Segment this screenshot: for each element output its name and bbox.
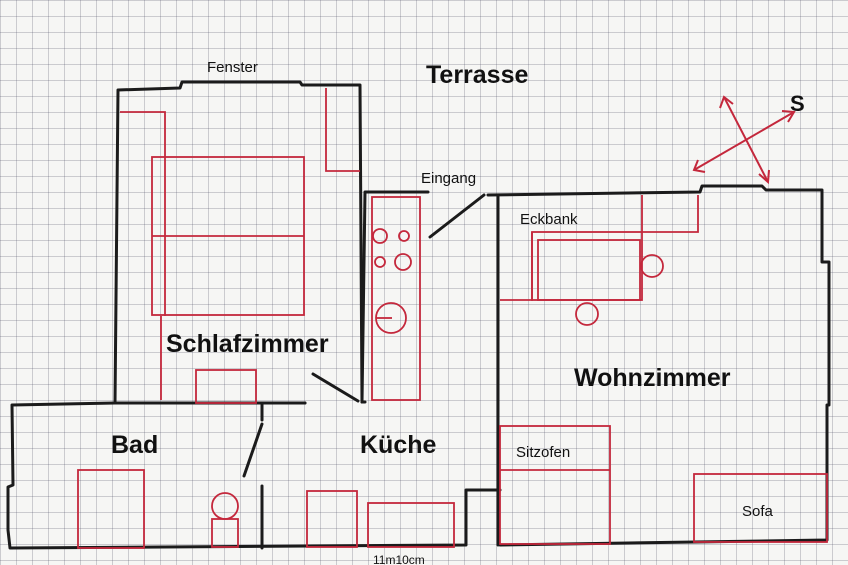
label-bad: Bad [111, 431, 158, 459]
wall-hall-left [360, 190, 404, 404]
toilet-tank [211, 518, 239, 548]
sitzofen [499, 425, 611, 545]
sofa [693, 473, 828, 543]
label-sofa: Sofa [742, 503, 774, 520]
compass-head-ne [781, 110, 796, 123]
toilet-bowl [211, 492, 239, 520]
furniture [77, 88, 828, 549]
label-fenster: Fenster [207, 59, 258, 76]
bedroom-dresser [195, 369, 257, 404]
compass-line-ne [693, 111, 795, 171]
label-kueche: Küche [360, 431, 437, 459]
wall-bath-outer [6, 401, 502, 550]
doors [242, 193, 486, 478]
stove-burner-3 [374, 256, 386, 268]
compass-head-nw [719, 95, 734, 109]
compass-line-nw [723, 96, 769, 183]
eckbank-bench-top [641, 195, 699, 233]
labels: Terrasse Fenster Eingang Eckbank Schlafz… [111, 59, 805, 565]
label-compass-s: S [790, 91, 805, 116]
stove-burner-1 [372, 228, 388, 244]
wall-living-outer [486, 184, 831, 547]
door-bath [242, 422, 264, 478]
wardrobe [120, 111, 166, 316]
chair-bottom [575, 302, 599, 326]
label-schlafzimmer: Schlafzimmer [166, 330, 329, 358]
label-terrasse: Terrasse [426, 61, 528, 89]
label-eckbank: Eckbank [520, 211, 578, 228]
compass-arrows [692, 95, 796, 185]
door-entrance [428, 193, 486, 239]
chair-right [640, 254, 664, 278]
compass-head-se [758, 169, 770, 185]
bath-shower [77, 469, 145, 549]
stove-burner-4 [394, 253, 412, 271]
kitchen-cabinet-1 [306, 490, 358, 548]
walls [6, 80, 831, 550]
eckbank-table [537, 239, 641, 301]
label-wohnzimmer: Wohnzimmer [574, 364, 731, 392]
kitchen-cabinet-2 [367, 502, 455, 548]
stove-burner-2 [398, 230, 410, 242]
kitchen-counter [371, 196, 421, 401]
door-bedroom [311, 372, 360, 403]
eckbank-bench-side [500, 232, 533, 301]
wall-bedroom-left [113, 80, 364, 405]
window-niche [325, 88, 360, 172]
eckbank-bench-back [531, 231, 643, 301]
compass-head-sw [692, 159, 706, 173]
label-dimension: 11m10cm [373, 553, 425, 565]
label-eingang: Eingang [421, 170, 476, 187]
label-sitzofen: Sitzofen [516, 444, 570, 461]
